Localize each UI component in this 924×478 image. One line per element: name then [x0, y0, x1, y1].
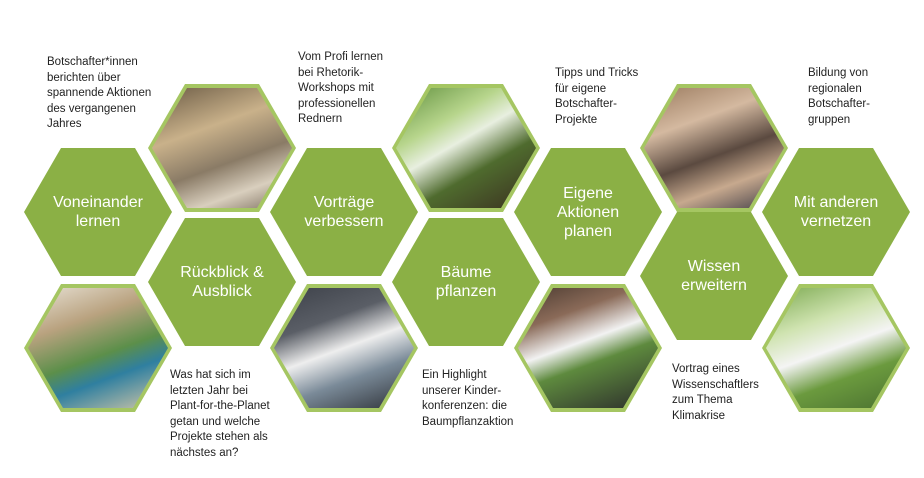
photo-hex-audience [640, 84, 788, 212]
hex-baeume-label: Bäume pflanzen [435, 264, 497, 300]
photo-hex-map-kids [24, 284, 172, 412]
photo-hex-planting [392, 84, 540, 212]
hex-vortraege-label: Vorträge verbessern [304, 194, 384, 230]
hex-vortraege-verbessern: Vorträge verbessern [270, 148, 418, 276]
hex-rueckblick-ausblick: Rückblick & Ausblick [148, 218, 296, 346]
desc-bildung: Bildung von regionalen Botschafter- grup… [808, 67, 870, 126]
photo-hex-conference [148, 84, 296, 212]
stage-kids-photo [518, 288, 658, 408]
desc-botschafter: Botschafter*innen berichten über spannen… [47, 56, 152, 130]
photo-hex-stage-kids [514, 284, 662, 412]
photo-hex-speaker [270, 284, 418, 412]
photo-hex-group-outdoor [762, 284, 910, 412]
hex-vernetzen-label: Mit anderen vernetzen [793, 194, 879, 230]
speaker-photo [274, 288, 414, 408]
desc-vortrag: Vortrag eines Wissenschaftlers zum Thema… [672, 363, 759, 422]
hex-mit-anderen-vernetzen: Mit anderen vernetzen [762, 148, 910, 276]
group-outdoor-photo [766, 288, 906, 408]
desc-highlight: Ein Highlight unserer Kinder- konferenze… [422, 369, 514, 428]
hex-baeume-pflanzen: Bäume pflanzen [392, 218, 540, 346]
planting-photo [396, 88, 536, 208]
map-kids-photo [28, 288, 168, 408]
desc-profi: Vom Profi lernen bei Rhetorik- Workshops… [298, 51, 384, 125]
hex-wissen-label: Wissen erweitern [681, 258, 747, 294]
desc-was-hat: Was hat sich im letzten Jahr bei Plant-f… [170, 369, 270, 459]
desc-tipps: Tipps und Tricks für eigene Botschafter-… [555, 67, 639, 126]
hex-rueckblick-label: Rückblick & Ausblick [180, 264, 264, 300]
hex-eigene-label: Eigene Aktionen planen [556, 184, 620, 240]
conference-photo [152, 88, 292, 208]
hex-voneinander-label: Voneinander lernen [53, 194, 143, 230]
hex-wissen-erweitern: Wissen erweitern [640, 212, 788, 340]
audience-photo [644, 88, 784, 208]
hex-voneinander-lernen: Voneinander lernen [24, 148, 172, 276]
hex-eigene-aktionen: Eigene Aktionen planen [514, 148, 662, 276]
